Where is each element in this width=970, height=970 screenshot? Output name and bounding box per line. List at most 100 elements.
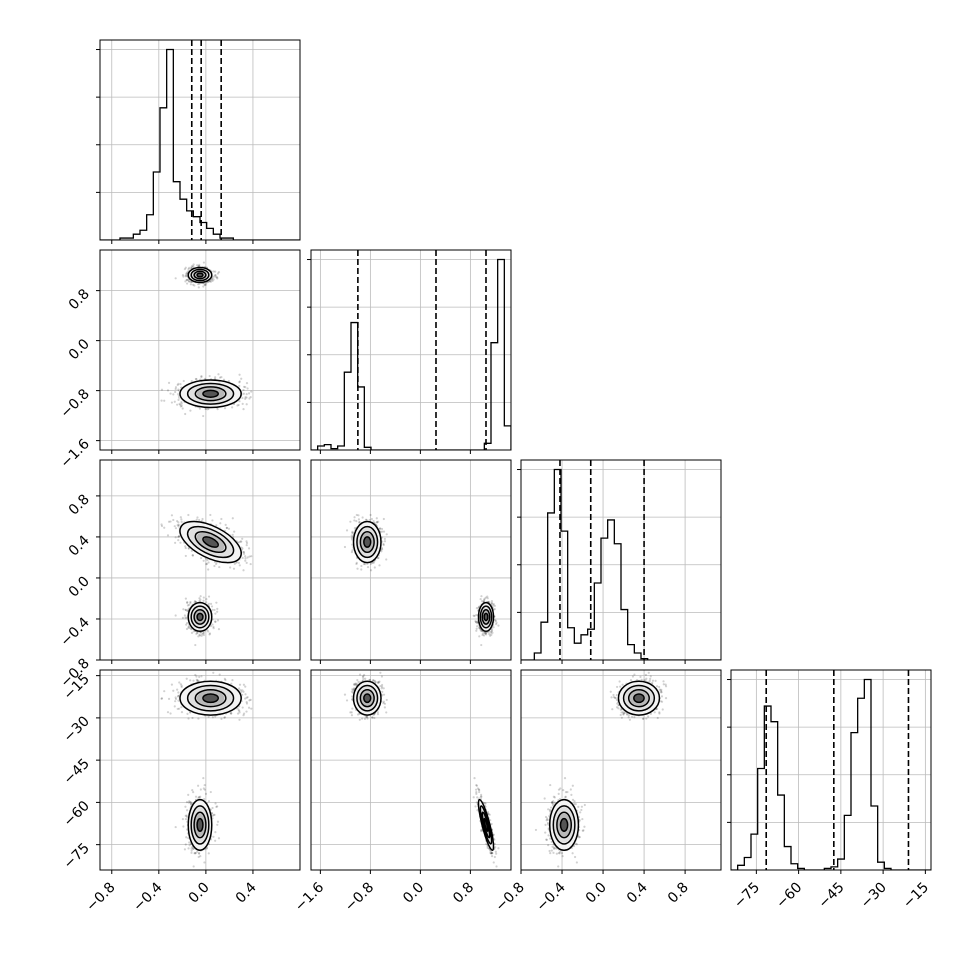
sample-point: [357, 518, 361, 521]
sample-point: [488, 633, 491, 636]
sample-point: [489, 631, 493, 634]
sample-point: [356, 567, 359, 570]
sample-point: [189, 600, 192, 604]
sample-point: [369, 513, 372, 517]
sample-point: [494, 619, 497, 622]
sample-point: [187, 513, 190, 517]
sample-point: [187, 279, 190, 283]
sample-point: [186, 609, 189, 613]
sample-point: [355, 520, 358, 523]
sample-point: [218, 376, 222, 379]
sample-point: [353, 519, 356, 522]
sample-point: [214, 620, 217, 623]
sample-point: [475, 629, 478, 632]
sample-point: [241, 537, 244, 540]
sample-point: [192, 265, 195, 268]
sample-point: [193, 284, 196, 287]
sample-point: [350, 534, 353, 537]
sample-point: [181, 407, 184, 410]
sample-point: [177, 538, 180, 542]
sample-point: [192, 630, 195, 633]
sample-point: [245, 561, 248, 564]
sample-point: [192, 283, 195, 286]
y-tick-label: 0.0: [66, 573, 93, 600]
sample-point: [193, 600, 197, 603]
sample-point: [180, 404, 183, 408]
sample-point: [184, 275, 187, 278]
sample-point: [189, 601, 192, 605]
panel-0-0: [96, 39, 301, 244]
sample-point: [360, 568, 363, 571]
sample-point: [242, 569, 245, 572]
sample-point: [210, 605, 214, 608]
sample-point: [170, 514, 174, 517]
sample-point: [238, 541, 241, 544]
sample-point: [350, 537, 353, 540]
sample-point: [492, 603, 495, 606]
sample-point: [380, 530, 384, 533]
sample-point: [364, 518, 368, 521]
sample-point: [351, 538, 354, 541]
sample-point: [185, 616, 188, 619]
panel-1-0: −1.6−0.80.00.8: [57, 249, 301, 471]
sample-point: [375, 517, 378, 520]
sample-point: [246, 387, 249, 390]
sample-point: [167, 520, 171, 523]
sample-point: [184, 546, 187, 550]
sample-point: [475, 607, 478, 610]
sample-point: [472, 614, 475, 617]
sample-point: [174, 386, 178, 389]
sample-point: [174, 527, 178, 530]
sample-point: [383, 537, 386, 541]
sample-point: [187, 267, 190, 271]
sample-point: [185, 278, 188, 282]
y-tick-label: 0.0: [66, 336, 93, 363]
sample-point: [202, 261, 206, 264]
y-tick-label: −1.6: [57, 436, 92, 471]
sample-point: [200, 375, 203, 379]
panel-frame: [310, 249, 512, 451]
sample-point: [358, 520, 361, 524]
sample-point: [207, 630, 210, 633]
sample-point: [368, 518, 371, 522]
sample-point: [214, 274, 217, 277]
sample-point: [180, 402, 183, 405]
sample-point: [222, 378, 226, 381]
sample-point: [351, 530, 354, 533]
sample-point: [247, 392, 251, 395]
sample-point: [488, 600, 491, 604]
sample-point: [174, 390, 177, 394]
sample-point: [199, 595, 202, 598]
sample-point: [482, 599, 486, 602]
sample-point: [366, 565, 370, 569]
sample-point: [385, 558, 388, 561]
histogram-2: [521, 468, 721, 660]
sample-point: [493, 608, 496, 611]
panel-frame: [310, 459, 512, 661]
sample-point: [227, 379, 231, 383]
sample-point: [179, 403, 182, 406]
sample-point: [357, 514, 360, 517]
sample-point: [376, 521, 379, 524]
sample-point: [353, 516, 356, 519]
sample-point: [202, 631, 205, 635]
sample-point: [172, 518, 175, 522]
sample-point: [355, 561, 358, 564]
sample-point: [189, 409, 192, 412]
sample-point: [249, 395, 252, 399]
sample-point: [178, 402, 181, 406]
sample-point: [206, 408, 209, 411]
sample-point: [355, 513, 358, 517]
contour-line: [179, 520, 242, 564]
sample-point: [360, 564, 363, 568]
sample-point: [184, 545, 187, 548]
sample-point: [174, 541, 177, 544]
sample-point: [198, 263, 201, 266]
sample-point: [383, 540, 387, 543]
sample-point: [179, 383, 182, 386]
sample-point: [242, 551, 246, 554]
sample-point: [187, 626, 190, 629]
sample-point: [245, 541, 249, 545]
contour-line: [483, 612, 489, 622]
